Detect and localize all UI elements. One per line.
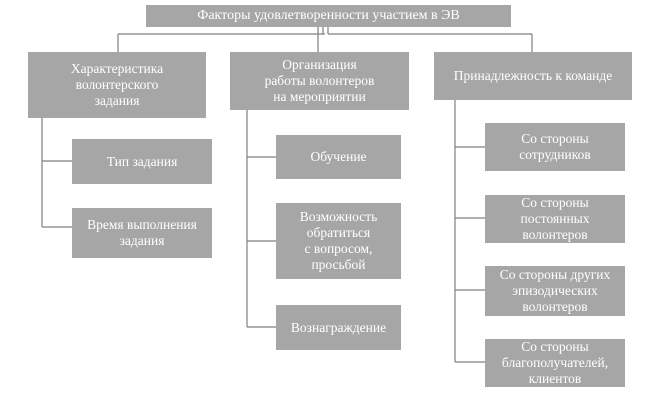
factor-label: Со стороны других эпизодических волонтер… bbox=[499, 267, 611, 314]
category-label: Принадлежность к команде bbox=[453, 68, 613, 83]
factor-label: Вознаграждение bbox=[290, 319, 387, 335]
factor-box-task-time: Время выполнения задания bbox=[72, 208, 212, 258]
category-box-work-organization: Организация работы волонтеров на меропри… bbox=[230, 52, 409, 110]
root-factor-box: Факторы удовлетворенности участием в ЭВ bbox=[146, 5, 511, 27]
factor-box-training: Обучение bbox=[276, 135, 401, 179]
factor-label: Тип задания bbox=[106, 153, 178, 169]
factor-label: Со стороны благополучателей, клиентов bbox=[501, 339, 609, 386]
factor-label: Со стороны сотрудников bbox=[519, 131, 591, 162]
category-label: Организация работы волонтеров на меропри… bbox=[264, 57, 375, 104]
factor-box-from-episodic-volunteers: Со стороны других эпизодических волонтер… bbox=[485, 266, 625, 316]
category-box-task-characteristics: Характеристика волонтерского задания bbox=[28, 52, 206, 118]
factor-box-from-permanent-volunteers: Со стороны постоянных волонтеров bbox=[485, 195, 625, 243]
factor-label: Обучение bbox=[310, 149, 367, 164]
factor-box-ask-question: Возможность обратиться с вопросом, прось… bbox=[276, 203, 401, 279]
category-box-team-belonging: Принадлежность к команде bbox=[434, 52, 632, 100]
factor-box-reward: Вознаграждение bbox=[276, 305, 401, 350]
factor-label: Со стороны постоянных волонтеров bbox=[520, 195, 590, 242]
category-label: Характеристика волонтерского задания bbox=[70, 61, 164, 108]
factor-label: Время выполнения задания bbox=[87, 217, 197, 248]
factor-box-from-beneficiaries: Со стороны благополучателей, клиентов bbox=[485, 339, 625, 387]
factor-label: Возможность обратиться с вопросом, прось… bbox=[299, 209, 378, 272]
factor-box-from-staff: Со стороны сотрудников bbox=[485, 123, 625, 171]
root-factor-label: Факторы удовлетворенности участием в ЭВ bbox=[197, 8, 460, 23]
factor-box-task-type: Тип задания bbox=[72, 139, 212, 184]
